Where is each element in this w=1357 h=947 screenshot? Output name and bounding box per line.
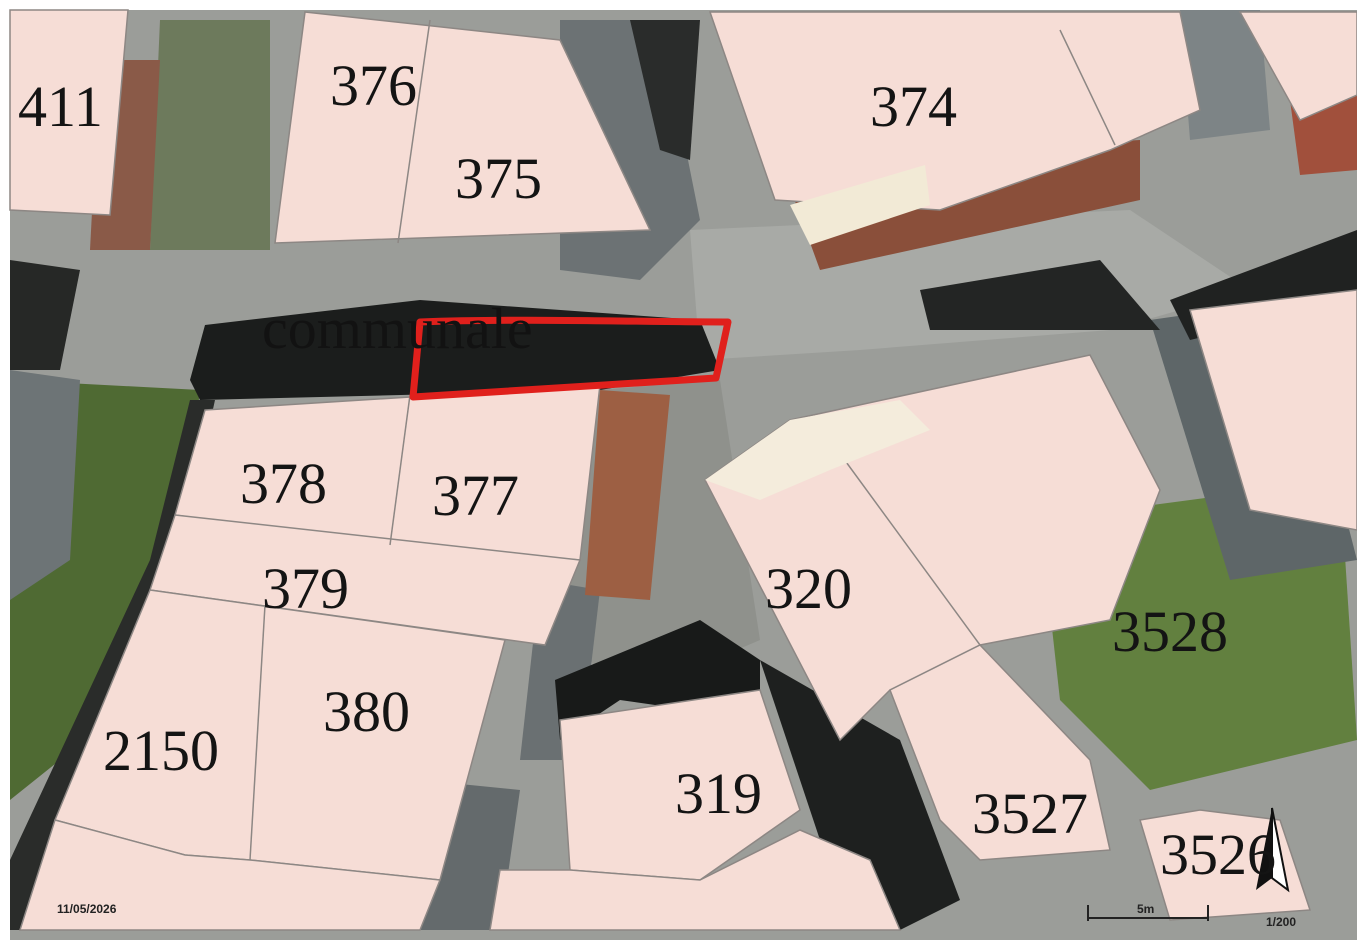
parcel-label: 411: [18, 74, 103, 139]
parcel-label: 2150: [103, 718, 219, 783]
building-shadow: [190, 300, 720, 400]
scale-bar-icon: [1087, 905, 1209, 921]
parcel-label: 376: [330, 53, 417, 118]
rust-roof: [585, 390, 670, 600]
parcel-label: 375: [455, 146, 542, 211]
street-label: communale: [262, 296, 533, 361]
parcel-label: 3527: [972, 781, 1088, 846]
parcel-label: 377: [432, 463, 519, 528]
map-date: 11/05/2026: [57, 902, 117, 916]
scale-ratio: 1/200: [1266, 915, 1297, 929]
parcel-label: 374: [870, 74, 957, 139]
parcel-label: 319: [675, 761, 762, 826]
parcel-label: 3526: [1160, 822, 1276, 887]
highlight-outline: [409, 316, 732, 401]
parcel-label: 380: [323, 679, 410, 744]
parcel-label: 320: [765, 556, 852, 621]
north-arrow-icon: [1256, 807, 1290, 893]
scale-bar-label: 5m: [1137, 902, 1155, 916]
parcel-label: 378: [240, 451, 327, 516]
parcel-label: 379: [262, 556, 349, 621]
parcel-label: 3528: [1112, 599, 1228, 664]
